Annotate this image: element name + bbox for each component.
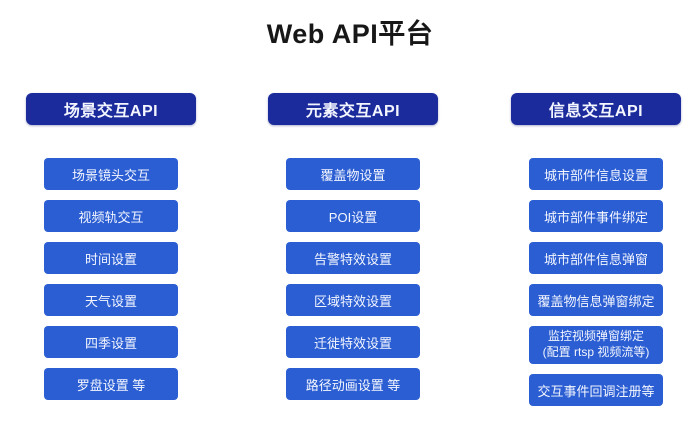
column-scene-api: 场景交互API 场景镜头交互 视频轨交互 时间设置 天气设置 四季设置 罗盘设置… bbox=[26, 93, 196, 400]
scene-api-items: 场景镜头交互 视频轨交互 时间设置 天气设置 四季设置 罗盘设置 等 bbox=[26, 158, 196, 400]
api-item: 区域特效设置 bbox=[286, 284, 420, 316]
api-item: 城市部件信息设置 bbox=[529, 158, 663, 190]
api-item: 场景镜头交互 bbox=[44, 158, 178, 190]
api-item: 覆盖物设置 bbox=[286, 158, 420, 190]
api-item: 交互事件回调注册等 bbox=[529, 374, 663, 406]
api-item: 迁徙特效设置 bbox=[286, 326, 420, 358]
column-info-api: 信息交互API 城市部件信息设置 城市部件事件绑定 城市部件信息弹窗 覆盖物信息… bbox=[511, 93, 681, 406]
api-item: 城市部件信息弹窗 bbox=[529, 242, 663, 274]
header-info-api: 信息交互API bbox=[511, 93, 681, 125]
api-item: 罗盘设置 等 bbox=[44, 368, 178, 400]
api-item: 时间设置 bbox=[44, 242, 178, 274]
column-element-api: 元素交互API 覆盖物设置 POI设置 告警特效设置 区域特效设置 迁徙特效设置… bbox=[268, 93, 438, 400]
api-item: 视频轨交互 bbox=[44, 200, 178, 232]
element-api-items: 覆盖物设置 POI设置 告警特效设置 区域特效设置 迁徙特效设置 路径动画设置 … bbox=[268, 158, 438, 400]
info-api-items: 城市部件信息设置 城市部件事件绑定 城市部件信息弹窗 覆盖物信息弹窗绑定 监控视… bbox=[511, 158, 681, 406]
api-item: 监控视频弹窗绑定 (配置 rtsp 视频流等) bbox=[529, 326, 663, 364]
api-item: 告警特效设置 bbox=[286, 242, 420, 274]
api-item: 覆盖物信息弹窗绑定 bbox=[529, 284, 663, 316]
header-scene-api: 场景交互API bbox=[26, 93, 196, 125]
header-element-api: 元素交互API bbox=[268, 93, 438, 125]
api-item: 城市部件事件绑定 bbox=[529, 200, 663, 232]
api-item: 天气设置 bbox=[44, 284, 178, 316]
api-item: 路径动画设置 等 bbox=[286, 368, 420, 400]
page-title: Web API平台 bbox=[266, 19, 434, 49]
api-item: POI设置 bbox=[286, 200, 420, 232]
api-item: 四季设置 bbox=[44, 326, 178, 358]
